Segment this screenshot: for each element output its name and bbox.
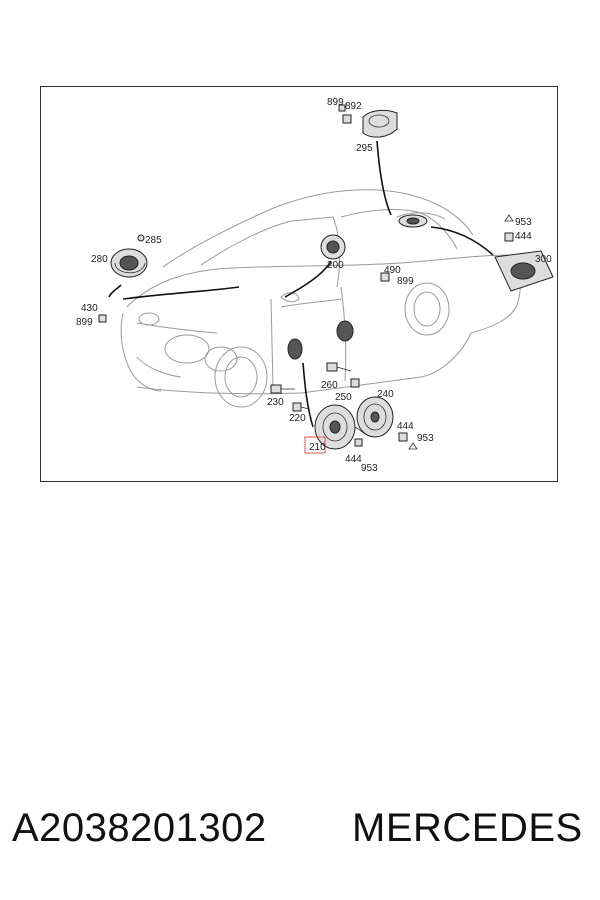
callout-210: 210 xyxy=(309,442,326,453)
callout-260: 260 xyxy=(321,380,338,391)
callout-300: 300 xyxy=(535,254,552,265)
callout-430: 430 xyxy=(81,303,98,314)
callout-labels: 899 892 295 285 280 430 899 200 490 899 … xyxy=(76,97,552,474)
callout-280: 280 xyxy=(91,254,108,265)
callout-899: 899 xyxy=(76,317,93,328)
part-number: A2038201302 xyxy=(12,806,267,850)
callout-285: 285 xyxy=(145,235,162,246)
callout-899: 899 xyxy=(327,97,344,108)
callout-230: 230 xyxy=(267,397,284,408)
highlight-box-210 xyxy=(304,436,326,454)
part-280-speaker xyxy=(98,234,148,323)
callout-899: 899 xyxy=(397,276,414,287)
callout-444: 444 xyxy=(515,231,532,242)
callout-953: 953 xyxy=(515,217,532,228)
callout-200: 200 xyxy=(327,260,344,271)
callout-953: 953 xyxy=(417,433,434,444)
rear-deck-speaker xyxy=(398,214,428,228)
car-outline xyxy=(120,189,521,408)
callout-295: 295 xyxy=(356,143,373,154)
part-295-cover xyxy=(338,104,398,138)
callout-444: 444 xyxy=(345,454,362,465)
callout-953: 953 xyxy=(361,463,378,474)
caption-bar: A2038201302 MERCEDES xyxy=(0,800,600,860)
part-240-woofer xyxy=(356,396,418,450)
callout-892: 892 xyxy=(345,101,362,112)
parts-diagram: 899 892 295 285 280 430 899 200 490 899 … xyxy=(40,86,558,482)
exploded-view-svg: 899 892 295 285 280 430 899 200 490 899 … xyxy=(76,97,554,474)
part-200-tweeter xyxy=(320,234,390,282)
callout-250: 250 xyxy=(335,392,352,403)
callout-220: 220 xyxy=(289,413,306,424)
part-300-subwoofer xyxy=(494,214,554,292)
screws xyxy=(270,362,360,412)
callout-444: 444 xyxy=(397,421,414,432)
leader-lines xyxy=(108,140,494,428)
callout-240: 240 xyxy=(377,389,394,400)
brand-name: MERCEDES xyxy=(352,806,583,850)
callout-490: 490 xyxy=(384,265,401,276)
door-speakers xyxy=(287,320,354,360)
